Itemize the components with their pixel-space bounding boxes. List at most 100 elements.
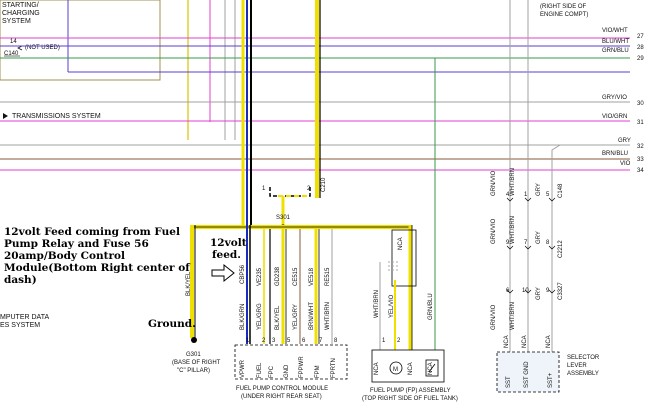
sel-bottom-sst: SST <box>506 376 512 388</box>
label-starting: STARTING/ <box>2 2 39 9</box>
g301-base2: "C" PILLAR) <box>177 368 210 374</box>
pump-pin-1: 1 <box>382 338 386 344</box>
module-name: FUEL PUMP CONTROL MODULE <box>236 386 328 392</box>
wire-label-33: BRN/BLU <box>602 151 628 157</box>
wire-label-28: BLU/WHT <box>602 39 629 45</box>
wire-color-5: YEL/GRY <box>293 304 299 330</box>
annotation-feed-line2: Pump Relay and Fuse 56 <box>4 238 149 250</box>
annotation-ground: Ground. <box>148 318 196 330</box>
selector-wire-3 <box>551 144 561 352</box>
pin-8: 8 <box>334 338 338 344</box>
sel-c1-num3: 6 <box>506 288 510 294</box>
pin-5: 5 <box>287 338 291 344</box>
label-transmissions: TRANSMISSIONS SYSTEM <box>12 113 101 120</box>
annotation-12v-line1: 12volt <box>210 237 247 249</box>
fuel-pump-assembly-box <box>371 349 445 383</box>
wire-num-33: 33 <box>637 157 644 163</box>
s301-label: S301 <box>276 215 291 221</box>
wire-color-7: BRN/WHT <box>309 302 315 330</box>
sel-c3-color3: GRY <box>536 287 542 300</box>
sel-c2-color3: WHT/BRN <box>510 302 516 330</box>
g301-base1: (BASE OF RIGHT <box>172 360 221 366</box>
fuel-level-sender-icon <box>425 359 439 377</box>
sel-c3-color2: GRY <box>536 231 542 244</box>
module-location: (UNDER RIGHT REAR SEAT) <box>241 394 322 400</box>
sel-c2-num1: 1 <box>524 192 528 198</box>
wire-label-31: VIO/GRN <box>602 114 627 120</box>
selector-name-2: LEVER <box>567 363 587 369</box>
wire-num-34: 34 <box>637 168 644 174</box>
sel-c3-color1: GRY <box>536 183 542 196</box>
mod-label-fpc: FPC <box>269 365 275 378</box>
pump-wire2-label: YEL/VIO <box>389 294 395 318</box>
wire-num-28: 28 <box>637 45 644 51</box>
sel-c3327: C3327 <box>558 282 564 300</box>
sel-c2-color1: WHT/BRN <box>510 168 516 196</box>
c140-connector-label: C140 <box>4 51 19 57</box>
mod-label-fuel: FUEL <box>257 362 263 378</box>
wire-num-31: 31 <box>637 120 644 126</box>
c140-pin-number: 14 <box>10 39 17 45</box>
sel-nca-2: NCA <box>522 335 528 348</box>
annotation-feed-line4: Module(Bottom Right center of <box>4 262 191 274</box>
c210-connector <box>269 187 311 197</box>
pin-1: 1 <box>246 338 250 344</box>
wire-color-3: BLK/YEL <box>275 305 281 330</box>
starting-system-box <box>0 0 161 81</box>
annotation-12v-line2: feed. <box>212 249 241 261</box>
sel-c148: C148 <box>558 183 564 198</box>
arrow-right-icon <box>211 263 235 283</box>
wire-color-8: WHT/BRN <box>325 302 331 330</box>
sel-c1-color1: GRN/VIO <box>491 170 497 196</box>
circuit-re515: RE515 <box>325 267 331 286</box>
g301-label: G301 <box>186 352 201 358</box>
g301-ground-dot <box>191 337 197 343</box>
sel-c2-num2: 7 <box>524 240 528 246</box>
mod-label-fppwr: FPPWR <box>299 356 305 378</box>
circuit-cbp56: CBP56 <box>240 264 246 284</box>
pin-3: 3 <box>272 338 276 344</box>
pump-nca-3: NCA <box>428 362 434 375</box>
selector-connector-arrows <box>506 197 556 294</box>
sel-nca-1: NCA <box>504 335 510 348</box>
wire-label-27: VIO/WHT <box>602 28 628 34</box>
mod-label-vpwr: VPWR <box>240 359 246 378</box>
pump-nca-1: NCA <box>374 362 380 375</box>
pump-pin-2: 2 <box>397 338 401 344</box>
nca-connector-box <box>391 229 417 287</box>
sel-bottom-sstgnd: SST GND <box>524 361 530 388</box>
right-wire-labels: VIO/WHT 27 BLU/WHT 28 GRN/BLU 29 GRY/VIO… <box>602 28 644 174</box>
sel-c3-num3: 9 <box>546 288 550 294</box>
label-system: SYSTEM <box>2 18 31 25</box>
sel-c1-color2: GRN/VIO <box>491 218 497 244</box>
c210-pin2: 2 <box>307 186 311 192</box>
annotation-feed-line1: 12volt Feed coming from Fuel <box>4 226 180 238</box>
right-header-line2: ENGINE COMPT) <box>540 12 588 18</box>
wire-num-32: 32 <box>637 144 644 150</box>
sel-bottom-sstplus: SST+ <box>548 372 554 388</box>
pump-wire1-label: WHT/BRN <box>374 290 380 318</box>
c140-connector-icon <box>17 45 23 51</box>
pump-motor-icon <box>389 361 403 375</box>
wire-label-32: GRY <box>618 138 631 144</box>
ground-wire-label: BLK/YEL <box>186 271 192 296</box>
fuel-pump-control-module-box <box>234 344 348 380</box>
mod-label-fpm: FPM <box>315 365 321 378</box>
circuit-gd238: GD238 <box>275 266 281 286</box>
wire-label-34: VIO <box>620 161 631 167</box>
pin-6: 6 <box>302 338 306 344</box>
annotation-feed-line5: dash) <box>4 274 37 286</box>
sel-c1-num2: 9 <box>506 240 510 246</box>
pump-assy-location: (TOP RIGHT SIDE OF FUEL TANK) <box>362 396 458 402</box>
wire-label-30: GRY/VIO <box>602 95 627 101</box>
selector-name-1: SELECTOR <box>567 355 600 361</box>
right-header-line1: (RIGHT SIDE OF <box>540 4 587 10</box>
pump-assy-name: FUEL PUMP (FP) ASSEMBLY <box>370 388 451 394</box>
label-charging: CHARGING <box>2 10 40 17</box>
pump-nca-2: NCA <box>408 362 414 375</box>
pump-nca-top: NCA <box>398 237 404 250</box>
sel-c3-num2: 8 <box>546 240 550 246</box>
c210-pin1: 1 <box>262 186 266 192</box>
